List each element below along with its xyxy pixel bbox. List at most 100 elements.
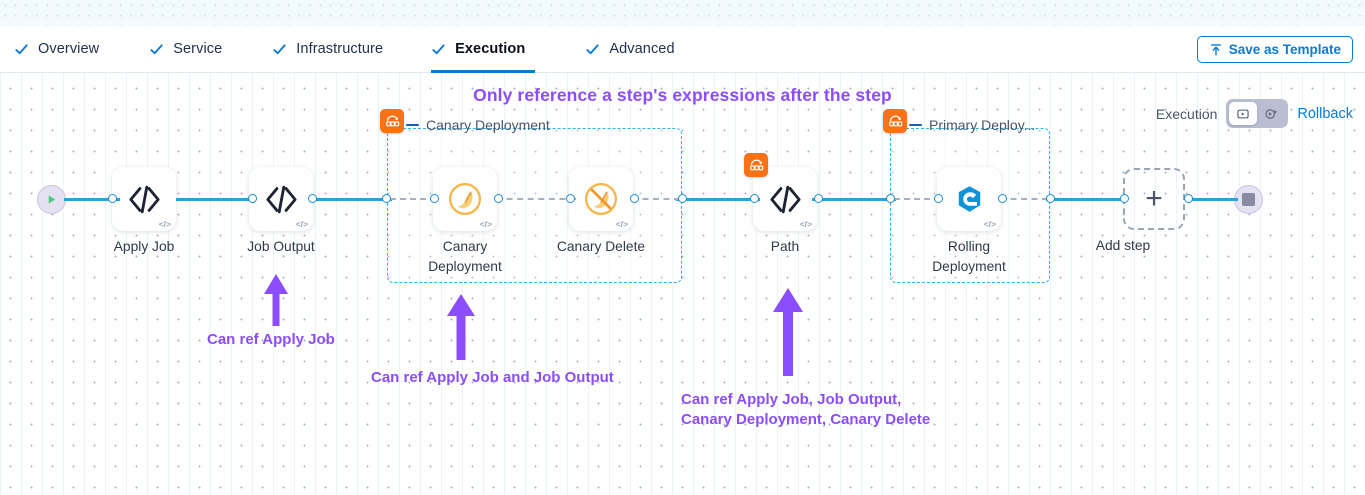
plus-icon: + xyxy=(1145,182,1163,215)
port-path-in[interactable] xyxy=(750,193,759,203)
code-mini-icon: </> xyxy=(983,218,996,229)
connector-path-primarygroup xyxy=(812,198,896,201)
tab-service[interactable]: Service xyxy=(149,26,222,73)
port-path-out[interactable] xyxy=(814,193,823,203)
connector-group-in-rolling xyxy=(894,198,940,200)
port-canarydelete-out[interactable] xyxy=(630,193,639,203)
upload-template-icon xyxy=(1209,43,1223,57)
tab-overview[interactable]: Overview xyxy=(14,26,99,73)
port-addstep-in[interactable] xyxy=(1120,193,1129,203)
connector-canarygroup-path xyxy=(676,198,760,201)
canary-bird-icon xyxy=(447,181,483,217)
save-as-template-button[interactable]: Save as Template xyxy=(1196,36,1353,63)
tab-advanced[interactable]: Advanced xyxy=(585,26,675,73)
tab-label: Advanced xyxy=(609,41,675,57)
stage-tab-bar: Overview Service Infrastructure Executio… xyxy=(0,26,1365,73)
code-mini-icon: </> xyxy=(799,218,812,229)
collapse-dash-icon[interactable] xyxy=(909,123,922,127)
check-icon xyxy=(149,42,164,57)
port-canarygroup-in[interactable] xyxy=(382,193,391,203)
node-job-output[interactable]: </> Job Output xyxy=(247,167,315,254)
code-mini-icon: </> xyxy=(479,218,492,229)
primary-deployment-group-label: Primary Deploy... xyxy=(905,117,1039,133)
node-apply-job-label: Apply Job xyxy=(113,239,175,254)
port-canarydelete-in[interactable] xyxy=(566,193,575,203)
code-icon xyxy=(263,184,300,215)
connector-rolling-group-out xyxy=(1000,198,1048,200)
anno-canary-deployment-text: Can ref Apply Job and Job Output xyxy=(371,369,614,386)
execution-view-controls: Execution Rollback xyxy=(1156,99,1353,128)
connector-applyjob-joboutput xyxy=(176,198,256,201)
node-canary-deployment-box[interactable]: </> xyxy=(433,167,497,231)
canary-deployment-group-label: Canary Deployment xyxy=(402,117,554,133)
port-applyjob-in[interactable] xyxy=(108,193,117,203)
node-canary-deployment[interactable]: </> Canary Deployment xyxy=(428,167,502,274)
check-icon xyxy=(431,42,446,57)
collapse-dash-icon[interactable] xyxy=(406,123,419,127)
code-mini-icon: </> xyxy=(295,218,308,229)
node-apply-job[interactable]: </> Apply Job xyxy=(112,167,176,254)
connector-group-in-canary xyxy=(390,198,436,200)
save-as-template-label: Save as Template xyxy=(1228,42,1341,57)
port-canary-in[interactable] xyxy=(430,193,439,203)
tab-infrastructure[interactable]: Infrastructure xyxy=(272,26,383,73)
tab-label: Execution xyxy=(455,41,526,57)
execution-rollback-toggle[interactable] xyxy=(1226,99,1289,128)
node-rolling-deployment-label: Rolling Deployment xyxy=(932,239,1006,274)
connector-start-applyjob xyxy=(64,198,120,201)
port-primarygroup-in[interactable] xyxy=(886,193,895,203)
node-job-output-box[interactable]: </> xyxy=(249,167,313,231)
add-step-label: Add step xyxy=(1095,238,1151,253)
anno-apply-job-text: Can ref Apply Job xyxy=(207,331,335,348)
rolling-swirl-icon xyxy=(953,183,986,216)
start-node[interactable] xyxy=(37,185,66,214)
connector-canarydelete-group-out xyxy=(632,198,680,200)
node-path[interactable]: </> Path xyxy=(744,153,817,254)
connector-addstep-end xyxy=(1186,198,1238,201)
connector-canary-canarydelete xyxy=(496,198,576,200)
rollback-view-icon[interactable] xyxy=(1257,102,1285,125)
stop-square-icon xyxy=(1242,193,1255,206)
node-rolling-deployment[interactable]: </> Rolling Deployment xyxy=(932,167,1006,274)
node-canary-delete-label: Canary Delete xyxy=(556,239,646,254)
port-joboutput-in[interactable] xyxy=(308,193,317,203)
node-job-output-label: Job Output xyxy=(247,239,315,254)
tab-execution[interactable]: Execution xyxy=(431,26,536,73)
port-addstep-out[interactable] xyxy=(1184,193,1193,203)
node-path-box[interactable]: </> xyxy=(753,167,817,231)
code-icon xyxy=(767,184,804,215)
node-path-label: Path xyxy=(770,239,800,254)
add-step-button[interactable]: + xyxy=(1123,168,1185,230)
end-node[interactable] xyxy=(1234,185,1263,214)
rollback-link[interactable]: Rollback xyxy=(1297,105,1353,122)
code-mini-icon: </> xyxy=(615,218,628,229)
check-icon xyxy=(585,42,600,57)
port-rolling-in[interactable] xyxy=(934,193,943,203)
play-icon xyxy=(48,195,56,204)
headline-annotation: Only reference a step's expressions afte… xyxy=(473,85,892,105)
check-icon xyxy=(272,42,287,57)
node-canary-delete[interactable]: </> Canary Delete xyxy=(557,167,645,254)
connector-joboutput-canarygroup xyxy=(312,198,392,201)
execution-view-icon[interactable] xyxy=(1229,102,1258,125)
group-label-text: Canary Deployment xyxy=(426,117,550,133)
tab-label: Service xyxy=(173,41,223,57)
code-icon xyxy=(126,184,163,215)
port-canarygroup-out[interactable] xyxy=(678,193,687,203)
execution-label: Execution xyxy=(1155,105,1218,122)
anno-path-text: Can ref Apply Job, Job Output, Canary De… xyxy=(681,391,931,429)
node-apply-job-box[interactable]: </> xyxy=(112,167,176,231)
port-rolling-out[interactable] xyxy=(998,193,1007,203)
rollback-badge-icon xyxy=(380,109,404,133)
node-canary-delete-box[interactable]: </> xyxy=(569,167,633,231)
check-icon xyxy=(14,42,29,57)
port-applyjob-out[interactable] xyxy=(248,193,257,203)
port-canary-out[interactable] xyxy=(494,193,503,203)
canary-bird-delete-icon xyxy=(583,181,619,217)
annotation-arrow-path xyxy=(770,286,806,381)
node-canary-deployment-label: Canary Deployment xyxy=(428,239,502,274)
annotation-arrow-canary-deployment xyxy=(443,292,479,365)
port-primarygroup-out[interactable] xyxy=(1046,193,1055,203)
pipeline-canvas[interactable] xyxy=(0,73,1365,495)
node-rolling-deployment-box[interactable]: </> xyxy=(937,167,1001,231)
